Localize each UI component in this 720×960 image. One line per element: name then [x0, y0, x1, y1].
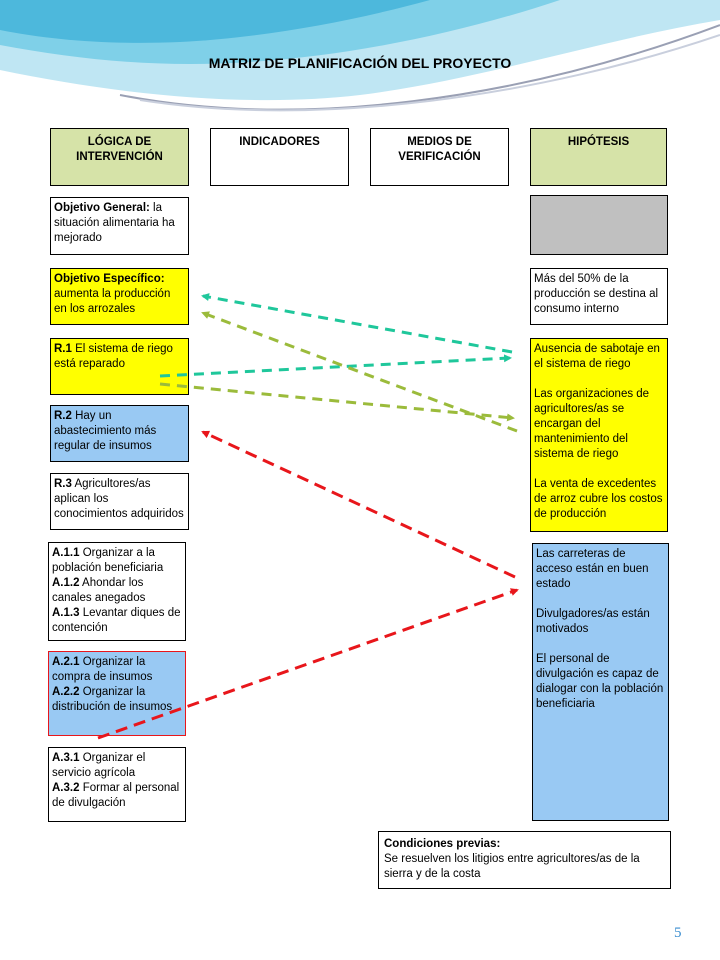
header-logic: LÓGICA DE INTERVENCIÓN [50, 128, 189, 186]
result-1-text: El sistema de riego está reparado [54, 343, 173, 370]
result-1-label: R.1 [54, 343, 72, 355]
general-objective-box: Objetivo General: la situación alimentar… [50, 197, 189, 255]
arrow-red-to-r2 [201, 430, 516, 579]
hypothesis-result-1: Ausencia de sabotaje en el sistema de ri… [534, 343, 660, 370]
hypothesis-activity-1: Las carreteras de acceso están en buen e… [536, 548, 649, 590]
hypothesis-activity-2: Divulgadores/as están motivados [536, 608, 650, 635]
activities-3-box: A.3.1 Organizar el servicio agrícola A.3… [48, 747, 186, 822]
hypothesis-activity-3: El personal de divulgación es capaz de d… [536, 653, 664, 710]
specific-hypothesis-box: Más del 50% de la producción se destina … [530, 268, 668, 325]
header-hypotheses: HIPÓTESIS [530, 128, 667, 186]
preconditions-label: Condiciones previas: [384, 838, 501, 850]
preconditions-text: Se resuelven los litigios entre agricult… [384, 853, 640, 880]
page-number: 5 [674, 925, 682, 941]
activity-3-1: A.3.1 Organizar el servicio agrícola [52, 752, 146, 779]
activity-1-1: A.1.1 Organizar a la población beneficia… [52, 547, 164, 574]
hypothesis-result-2: Las organizaciones de agricultores/as se… [534, 388, 650, 460]
specific-objective-label: Objetivo Específico: [54, 273, 165, 285]
specific-objective-box: Objetivo Específico: aumenta la producci… [50, 268, 189, 325]
activities-2-box: A.2.1 Organizar la compra de insumos A.2… [48, 651, 186, 736]
arrow-teal-to-specific [201, 293, 513, 354]
header-verification: MEDIOS DE VERIFICACIÓN [370, 128, 509, 186]
general-hypothesis-box [530, 195, 668, 255]
arrow-teal-from-r1 [159, 354, 512, 378]
preconditions-box: Condiciones previas: Se resuelven los li… [378, 831, 671, 889]
header-indicators: INDICADORES [210, 128, 349, 186]
specific-objective-text: aumenta la producción en los arrozales [54, 288, 171, 315]
activity-2-2: A.2.2 Organizar la distribución de insum… [52, 686, 173, 713]
arrow-olive-to-specific [201, 311, 518, 433]
page-title: MATRIZ DE PLANIFICACIÓN DEL PROYECTO [208, 55, 512, 71]
general-objective-text: la situación alimentaria ha mejorado [54, 202, 175, 244]
result-1-box: R.1 El sistema de riego está reparado [50, 338, 189, 395]
decorative-swoosh [0, 0, 720, 112]
result-3-box: R.3 Agricultores/as aplican los conocimi… [50, 473, 189, 530]
result-2-text: Hay un abastecimiento más regular de ins… [54, 410, 157, 452]
activities-hypotheses-box: Las carreteras de acceso están en buen e… [532, 543, 669, 821]
hypothesis-result-3: La venta de excedentes de arroz cubre lo… [534, 478, 663, 520]
result-2-label: R.2 [54, 410, 72, 422]
result-2-box: R.2 Hay un abastecimiento más regular de… [50, 405, 189, 462]
result-3-label: R.3 [54, 478, 72, 490]
results-hypotheses-box: Ausencia de sabotaje en el sistema de ri… [530, 338, 668, 532]
activity-3-2: A.3.2 Formar al personal de divulgación [52, 782, 180, 809]
activity-1-3: A.1.3 Levantar diques de contención [52, 607, 181, 634]
activities-1-box: A.1.1 Organizar a la población beneficia… [48, 542, 186, 641]
result-3-text: Agricultores/as aplican los conocimiento… [54, 478, 184, 520]
activity-1-2: A.1.2 Ahondar los canales anegados [52, 577, 146, 604]
activity-2-1: A.2.1 Organizar la compra de insumos [52, 656, 153, 683]
general-objective-label: Objetivo General: [54, 202, 150, 214]
arrow-olive-from-r1 [159, 382, 515, 422]
